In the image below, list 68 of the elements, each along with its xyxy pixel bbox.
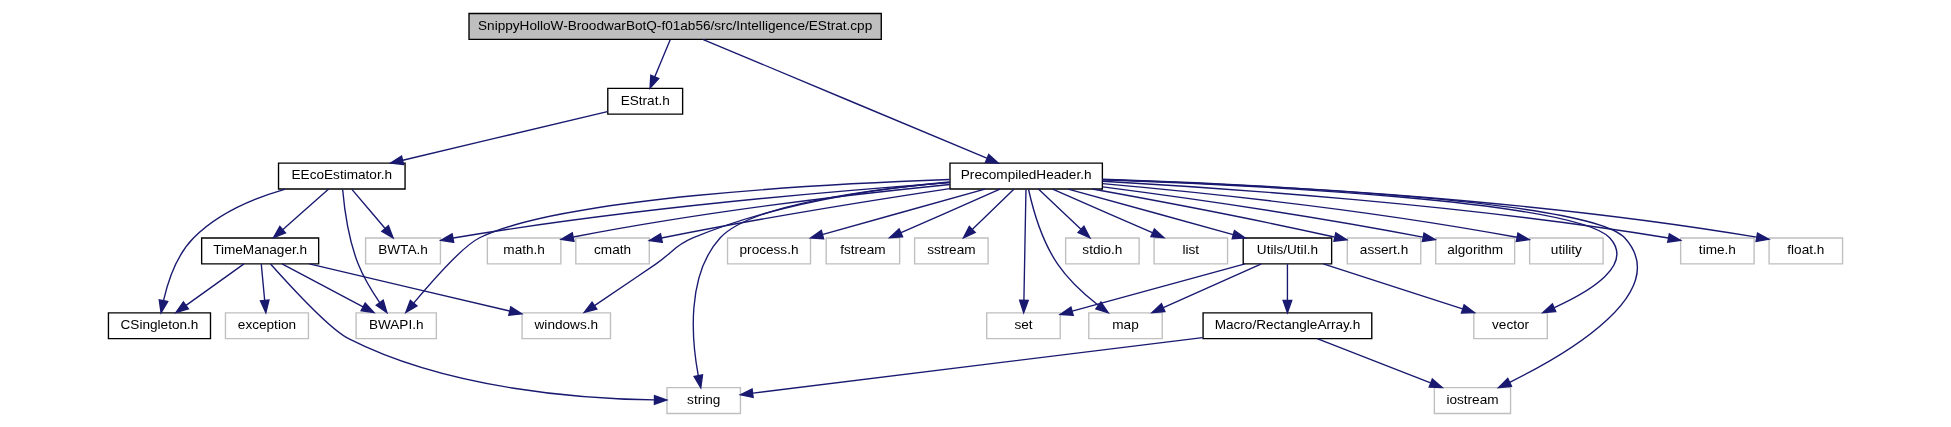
- arrow: [259, 263, 270, 315]
- arrow: [1058, 263, 1246, 316]
- node-box: map: [1088, 312, 1163, 340]
- node-box: list: [1153, 237, 1229, 265]
- node-box: BWTA.h: [364, 237, 442, 265]
- arrow: [1101, 178, 1771, 243]
- node-box: string: [666, 387, 742, 415]
- node-box: set: [986, 312, 1061, 340]
- arrow: [692, 181, 951, 390]
- node-box: vector: [1473, 312, 1548, 340]
- arrow: [351, 188, 395, 240]
- arrow: [269, 263, 669, 406]
- node-box: stdio.h: [1064, 237, 1140, 265]
- arrow: [808, 188, 986, 240]
- arrow: [174, 263, 245, 314]
- node-box: SnippyHolloW-BroodwarBotQ-f01ab56/src/Intelligence/EStrat.cpp: [468, 12, 882, 40]
- node-box: utility: [1528, 237, 1604, 265]
- arrow: [1102, 186, 1438, 243]
- node-box: windows.h: [521, 312, 612, 340]
- node-box: fstream: [825, 237, 901, 265]
- node-box: Macro/RectangleArray.h: [1202, 312, 1373, 340]
- arrow: [1018, 188, 1030, 315]
- arrow: [649, 39, 671, 91]
- arrow: [1101, 178, 1638, 389]
- arrow: [158, 188, 286, 315]
- node-box: cmath: [575, 237, 650, 265]
- arrow: [404, 178, 951, 315]
- arrow: [271, 188, 330, 240]
- arrow: [308, 263, 524, 317]
- node-box: EStrat.h: [607, 87, 684, 115]
- arrow: [1027, 188, 1110, 315]
- arrow: [1091, 188, 1349, 243]
- node-box: exception: [224, 312, 310, 340]
- node-box: Utils/Util.h: [1242, 237, 1333, 265]
- node-box: math.h: [486, 237, 562, 265]
- arrow: [559, 183, 951, 243]
- arrow: [1102, 180, 1683, 244]
- node-box: process.h: [726, 237, 812, 265]
- arrow: [281, 263, 376, 314]
- arrow: [738, 336, 1204, 399]
- arrow: [1101, 183, 1532, 243]
- node-box: CSingleton.h: [107, 312, 212, 340]
- arrow: [702, 38, 1001, 164]
- node-box: time.h: [1679, 237, 1755, 265]
- node-box: algorithm: [1435, 237, 1516, 265]
- node-box: float.h: [1768, 237, 1844, 265]
- arrow: [887, 188, 1001, 239]
- arrow: [1150, 263, 1263, 314]
- arrow: [1322, 263, 1477, 314]
- arrow: [388, 110, 609, 166]
- arrow: [962, 188, 1015, 240]
- node-box: assert.h: [1346, 237, 1422, 265]
- node-box: sstream: [913, 237, 989, 265]
- arrow: [647, 187, 951, 243]
- arrow: [1067, 188, 1248, 240]
- node-box: BWAPI.h: [355, 312, 438, 340]
- arrow: [1282, 263, 1293, 315]
- node-box: TimeManager.h: [200, 237, 320, 265]
- arrow: [1051, 188, 1166, 239]
- arrow: [1316, 338, 1445, 389]
- arrow: [1037, 188, 1092, 240]
- arrow: [1101, 179, 1618, 314]
- arrow: [341, 188, 389, 315]
- node-box: iostream: [1433, 387, 1512, 415]
- arrow: [438, 181, 951, 244]
- node-box: PrecompiledHeader.h: [949, 162, 1104, 190]
- node-box: EEcoEstimator.h: [277, 162, 406, 190]
- arrow: [582, 181, 951, 314]
